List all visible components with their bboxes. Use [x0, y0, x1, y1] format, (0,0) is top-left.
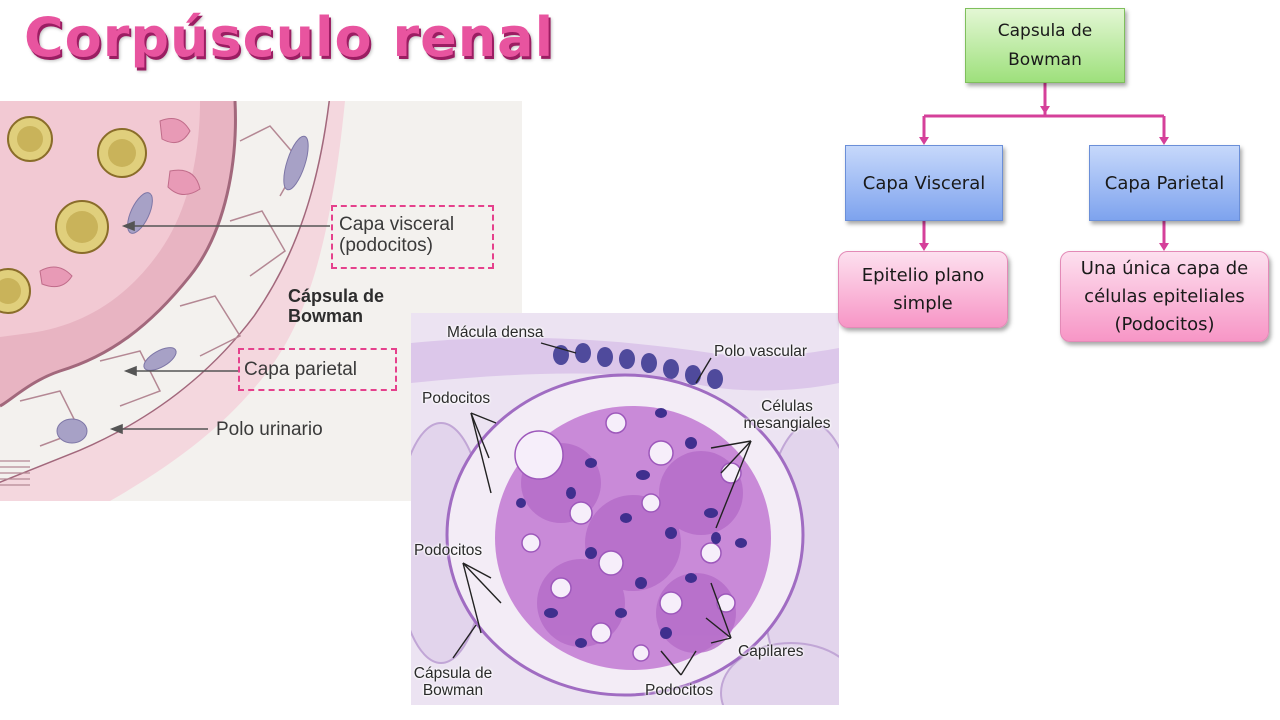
flowchart-parietal-description-line3: (Podocitos)	[1114, 313, 1215, 335]
bowman-capsule-label-line1: Cápsula de	[288, 286, 385, 306]
flowchart-parietal-description: Una única capa de células epiteliales (P…	[1060, 251, 1269, 342]
visceral-layer-label: Capa visceral (podocitos)	[339, 214, 454, 256]
flowchart-visceral-description-line2: simple	[893, 292, 953, 314]
bowman-capsule-label: Cápsula de Bowman	[288, 286, 384, 326]
podocytes-bottom-label: Podocitos	[645, 682, 714, 699]
flowchart-visceral-layer: Capa Visceral	[845, 145, 1003, 221]
capillaries-label: Capilares	[738, 643, 804, 660]
vascular-pole-label: Polo vascular	[714, 343, 808, 360]
podocytes-top-label: Podocitos	[422, 390, 491, 407]
podocytes-left-label: Podocitos	[414, 542, 483, 559]
mesangial-cells-label: Células mesangiales	[739, 398, 835, 432]
mesangial-cells-label-line1: Células	[761, 398, 813, 415]
bowman-capsule-micro-label-line1: Cápsula de	[413, 665, 493, 682]
visceral-layer-label-line2: (podocitos)	[339, 235, 433, 256]
flowchart-parietal-description-line1: Una única capa de	[1080, 257, 1249, 279]
flowchart-parietal-description-line2: células epiteliales	[1084, 285, 1245, 307]
mesangial-cells-label-line2: mesangiales	[743, 415, 831, 432]
micrograph-image	[411, 313, 839, 705]
urinary-pole-label: Polo urinario	[216, 419, 323, 440]
macula-densa-label: Mácula densa	[447, 324, 544, 341]
visceral-layer-label-line1: Capa visceral	[339, 214, 455, 235]
schematic-drawing	[0, 101, 522, 501]
parietal-layer-label: Capa parietal	[244, 359, 358, 380]
flowchart-parietal-layer-label: Capa Parietal	[1104, 172, 1225, 194]
renal-corpuscle-schematic: Capa visceral (podocitos) Cápsula de Bow…	[0, 101, 522, 501]
flowchart-visceral-layer-label: Capa Visceral	[862, 172, 986, 194]
bowman-capsule-label-line2: Bowman	[288, 306, 364, 326]
flowchart-root-line2: Bowman	[1008, 49, 1082, 70]
bowman-capsule-micro-label: Cápsula de Bowman	[411, 665, 495, 699]
glomerulus-micrograph: Mácula densa Polo vascular Podocitos Cél…	[411, 313, 839, 705]
bowman-capsule-micro-label-line2: Bowman	[422, 682, 484, 699]
flowchart-visceral-description: Epitelio plano simple	[838, 251, 1008, 328]
parietal-layer-highlight	[238, 348, 397, 391]
flowchart-visceral-description-line1: Epitelio plano	[861, 264, 985, 286]
visceral-layer-highlight	[331, 205, 494, 269]
flowchart-root-line1: Capsula de	[997, 20, 1093, 41]
flowchart-parietal-layer: Capa Parietal	[1089, 145, 1240, 221]
slide-title: Corpúsculo renal	[24, 6, 555, 69]
flowchart-root-bowman-capsule: Capsula de Bowman	[965, 8, 1125, 83]
